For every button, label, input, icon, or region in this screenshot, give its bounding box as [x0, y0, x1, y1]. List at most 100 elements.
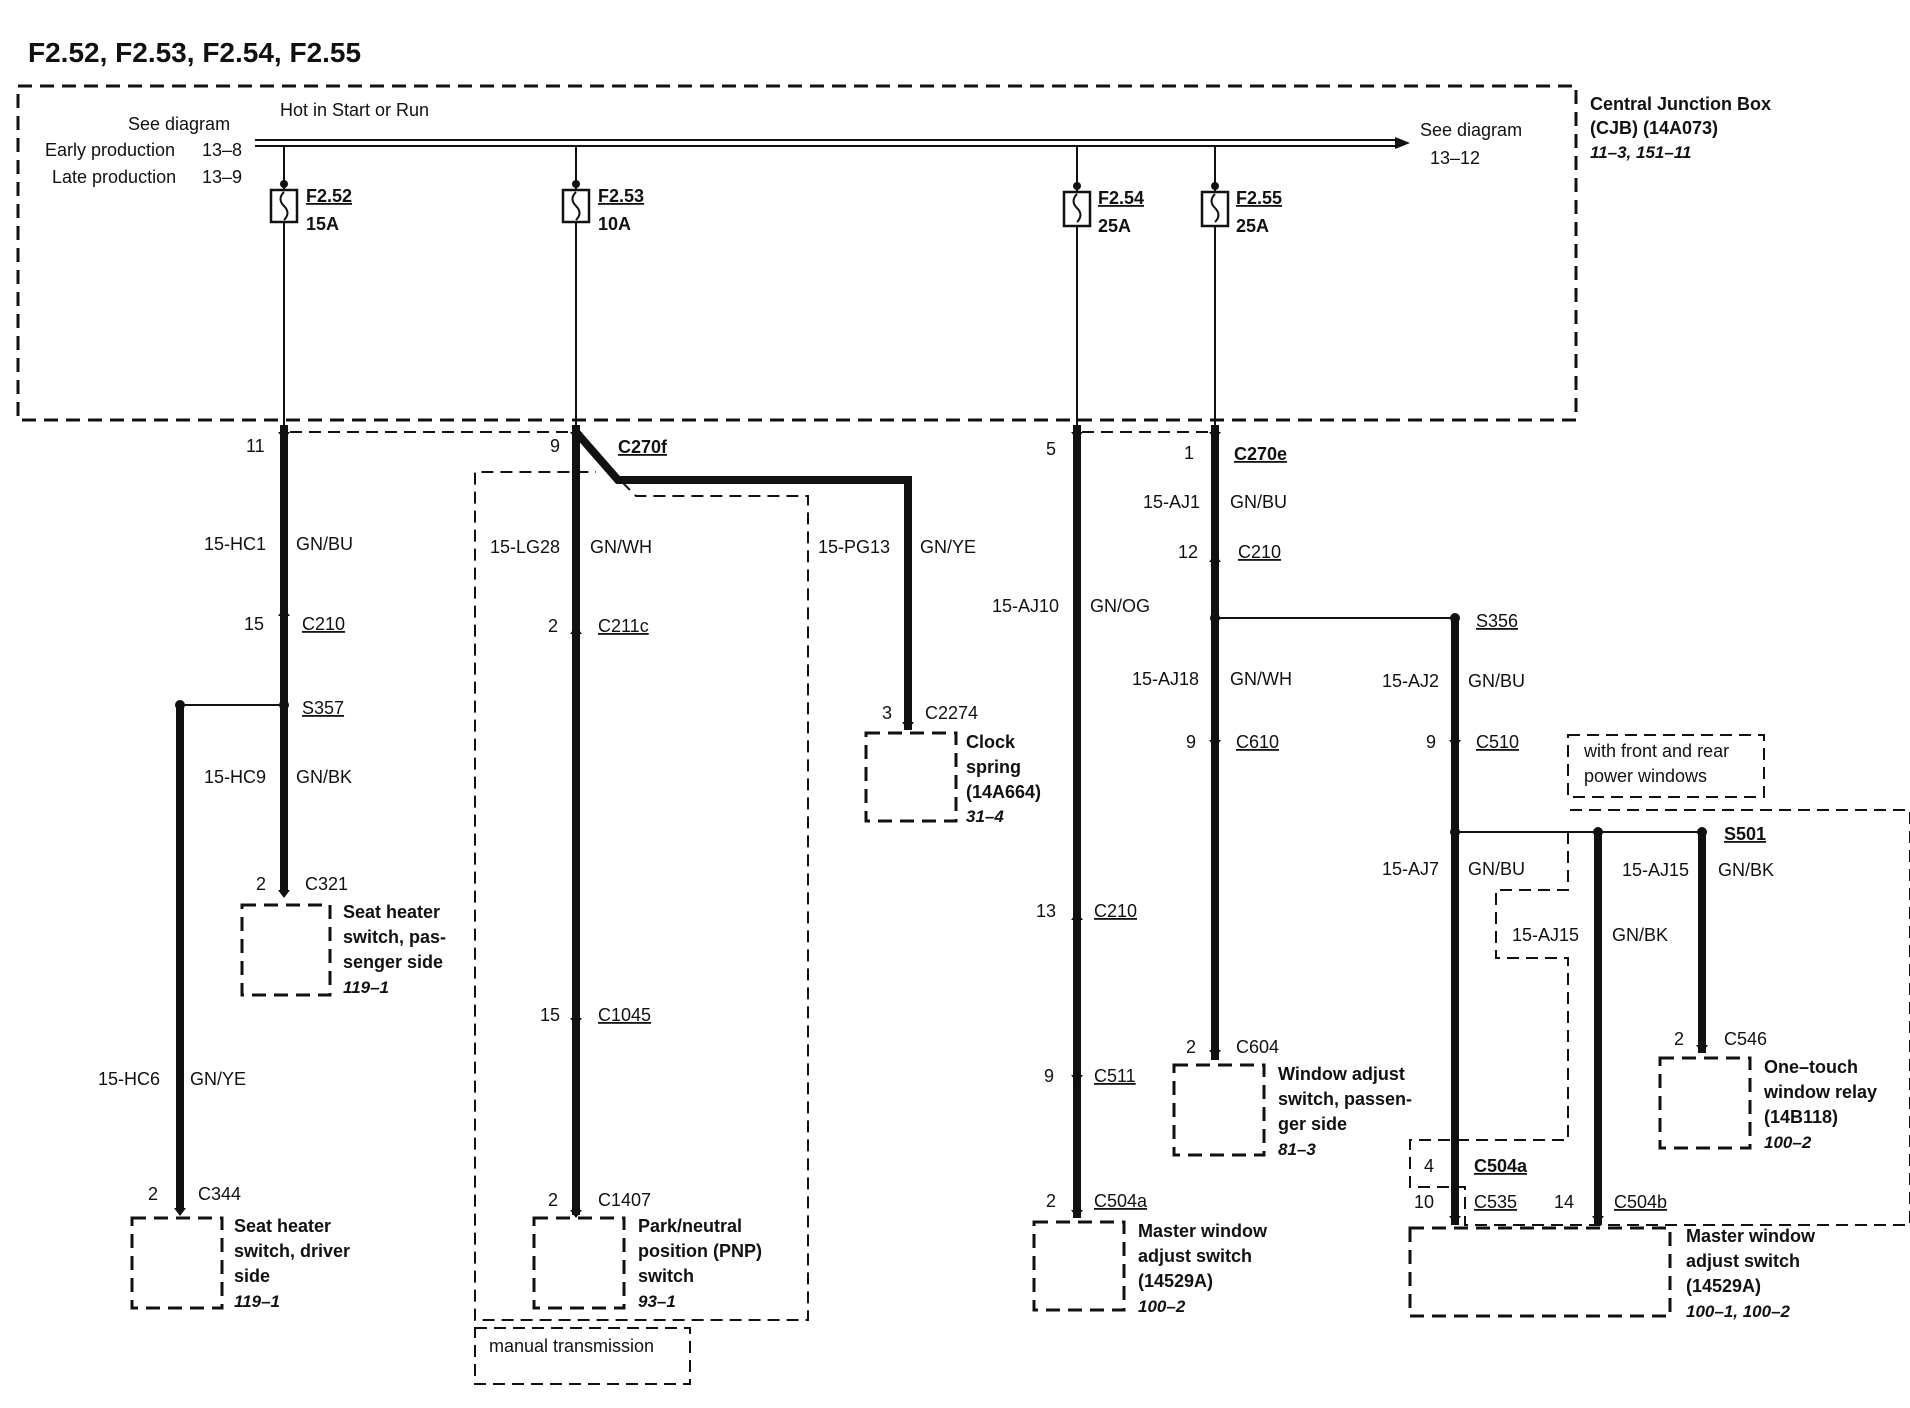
early-production-label: Early production — [45, 140, 175, 160]
window-pass-ref: 81–3 — [1278, 1140, 1316, 1159]
c1407-pin: 2 — [548, 1190, 558, 1210]
fuse-f2-54: F2.54 25A — [1062, 146, 1144, 425]
master-left-l3: (14529A) — [1138, 1271, 1213, 1291]
c270e-pin-5: 5 — [1046, 439, 1056, 459]
c270e-pin-1: 1 — [1184, 443, 1194, 463]
c2274-label: C2274 — [925, 703, 978, 723]
seat-driver-ref: 119–1 — [234, 1292, 280, 1311]
front-rear-note-l2: power windows — [1584, 766, 1707, 786]
one-touch-l2: window relay — [1763, 1082, 1877, 1102]
manual-transmission-note-box — [474, 1327, 691, 1385]
master-window-left-box — [1032, 1220, 1126, 1312]
fuse-f2-52: F2.52 15A — [269, 146, 352, 425]
c2274-pin: 3 — [882, 703, 892, 723]
window-pass-l3: ger side — [1278, 1114, 1347, 1134]
front-rear-windows-region — [1409, 809, 1910, 1226]
lg28-color: GN/WH — [590, 537, 652, 557]
aj10-color: GN/OG — [1090, 596, 1150, 616]
manual-transmission-note: manual transmission — [489, 1336, 654, 1356]
c535-label: C535 — [1474, 1192, 1517, 1212]
c546-label: C546 — [1724, 1029, 1767, 1049]
left-see-diagram: See diagram — [128, 114, 230, 134]
one-touch-l1: One–touch — [1764, 1057, 1858, 1077]
fuse-f2-55-id: F2.55 — [1236, 188, 1282, 208]
hc6-color: GN/YE — [190, 1069, 246, 1089]
master-right-ref: 100–1, 100–2 — [1686, 1302, 1791, 1321]
fuse-f2-53-id: F2.53 — [598, 186, 644, 206]
clock-ref: 31–4 — [966, 807, 1004, 826]
fuse-f2-54-id: F2.54 — [1098, 188, 1144, 208]
c344-pin: 2 — [148, 1184, 158, 1204]
hc9-circuit: 15-HC9 — [204, 767, 266, 787]
wire-lg28 — [572, 425, 912, 1215]
c610-pin: 9 — [1186, 732, 1196, 752]
connector-markers — [174, 432, 1708, 1224]
seat-heater-passenger-box — [240, 903, 332, 997]
c210-pin-13: 13 — [1036, 901, 1056, 921]
fuse-f2-52-id: F2.52 — [306, 186, 352, 206]
aj7-circuit: 15-AJ7 — [1382, 859, 1439, 879]
hc1-color: GN/BU — [296, 534, 353, 554]
aj2-color: GN/BU — [1468, 671, 1525, 691]
seat-driver-l1: Seat heater — [234, 1216, 331, 1236]
c504a-left-pin: 2 — [1046, 1191, 1056, 1211]
c270f-pin-9: 9 — [550, 436, 560, 456]
c610-label: C610 — [1236, 732, 1279, 752]
c504a-right-label: C504a — [1474, 1156, 1528, 1176]
c210-aj10-label: C210 — [1094, 901, 1137, 921]
master-right-l2: adjust switch — [1686, 1251, 1800, 1271]
master-left-l1: Master window — [1138, 1221, 1268, 1241]
fuse-f2-52-rating: 15A — [306, 214, 339, 234]
c504b-pin: 14 — [1554, 1192, 1574, 1212]
c270e-label: C270e — [1234, 444, 1287, 464]
pnp-l3: switch — [638, 1266, 694, 1286]
seat-pass-l2: switch, pas- — [343, 927, 446, 947]
c604-label: C604 — [1236, 1037, 1279, 1057]
clock-spring-box — [864, 731, 958, 823]
c210-hc1-label: C210 — [302, 614, 345, 634]
cjb-name-line2: (CJB) (14A073) — [1590, 118, 1718, 138]
c1045-label: C1045 — [598, 1005, 651, 1025]
s356-label: S356 — [1476, 611, 1518, 631]
c546-pin: 2 — [1674, 1029, 1684, 1049]
pnp-ref: 93–1 — [638, 1292, 676, 1311]
aj2-circuit: 15-AJ2 — [1382, 671, 1439, 691]
seat-driver-l2: switch, driver — [234, 1241, 350, 1261]
c535-pin: 10 — [1414, 1192, 1434, 1212]
c510-pin: 9 — [1426, 732, 1436, 752]
early-production-ref: 13–8 — [202, 140, 242, 160]
hot-bus-label: Hot in Start or Run — [280, 100, 429, 120]
c321-pin: 2 — [256, 874, 266, 894]
pnp-switch-box — [532, 1216, 626, 1310]
late-production-label: Late production — [52, 167, 176, 187]
wire-hc1 — [175, 425, 289, 1210]
window-adjust-passenger-box — [1172, 1063, 1266, 1157]
fuse-f2-53: F2.53 10A — [561, 146, 644, 425]
pg13-circuit: 15-PG13 — [818, 537, 890, 557]
c504a-right-pin: 4 — [1424, 1156, 1434, 1176]
front-rear-windows-note-box — [1567, 734, 1765, 798]
aj1-color: GN/BU — [1230, 492, 1287, 512]
c511-pin: 9 — [1044, 1066, 1054, 1086]
lg28-circuit: 15-LG28 — [490, 537, 560, 557]
c210-pin-12: 12 — [1178, 542, 1198, 562]
manual-transmission-region — [474, 467, 809, 1321]
clock-l3: (14A664) — [966, 782, 1041, 802]
fuse-f2-53-rating: 10A — [598, 214, 631, 234]
clock-l1: Clock — [966, 732, 1016, 752]
hc1-circuit: 15-HC1 — [204, 534, 266, 554]
clock-l2: spring — [966, 757, 1021, 777]
hc6-circuit: 15-HC6 — [98, 1069, 160, 1089]
c211c-pin: 2 — [548, 616, 558, 636]
c270f-label: C270f — [618, 437, 668, 457]
pnp-l2: position (PNP) — [638, 1241, 762, 1261]
c604-pin: 2 — [1186, 1037, 1196, 1057]
master-left-ref: 100–2 — [1138, 1297, 1186, 1316]
one-touch-relay-box — [1658, 1056, 1752, 1150]
aj15a-circuit: 15-AJ15 — [1622, 860, 1689, 880]
seat-pass-l3: senger side — [343, 952, 443, 972]
s357-label: S357 — [302, 698, 344, 718]
aj15b-color: GN/BK — [1612, 925, 1668, 945]
seat-heater-driver-box — [130, 1216, 224, 1310]
